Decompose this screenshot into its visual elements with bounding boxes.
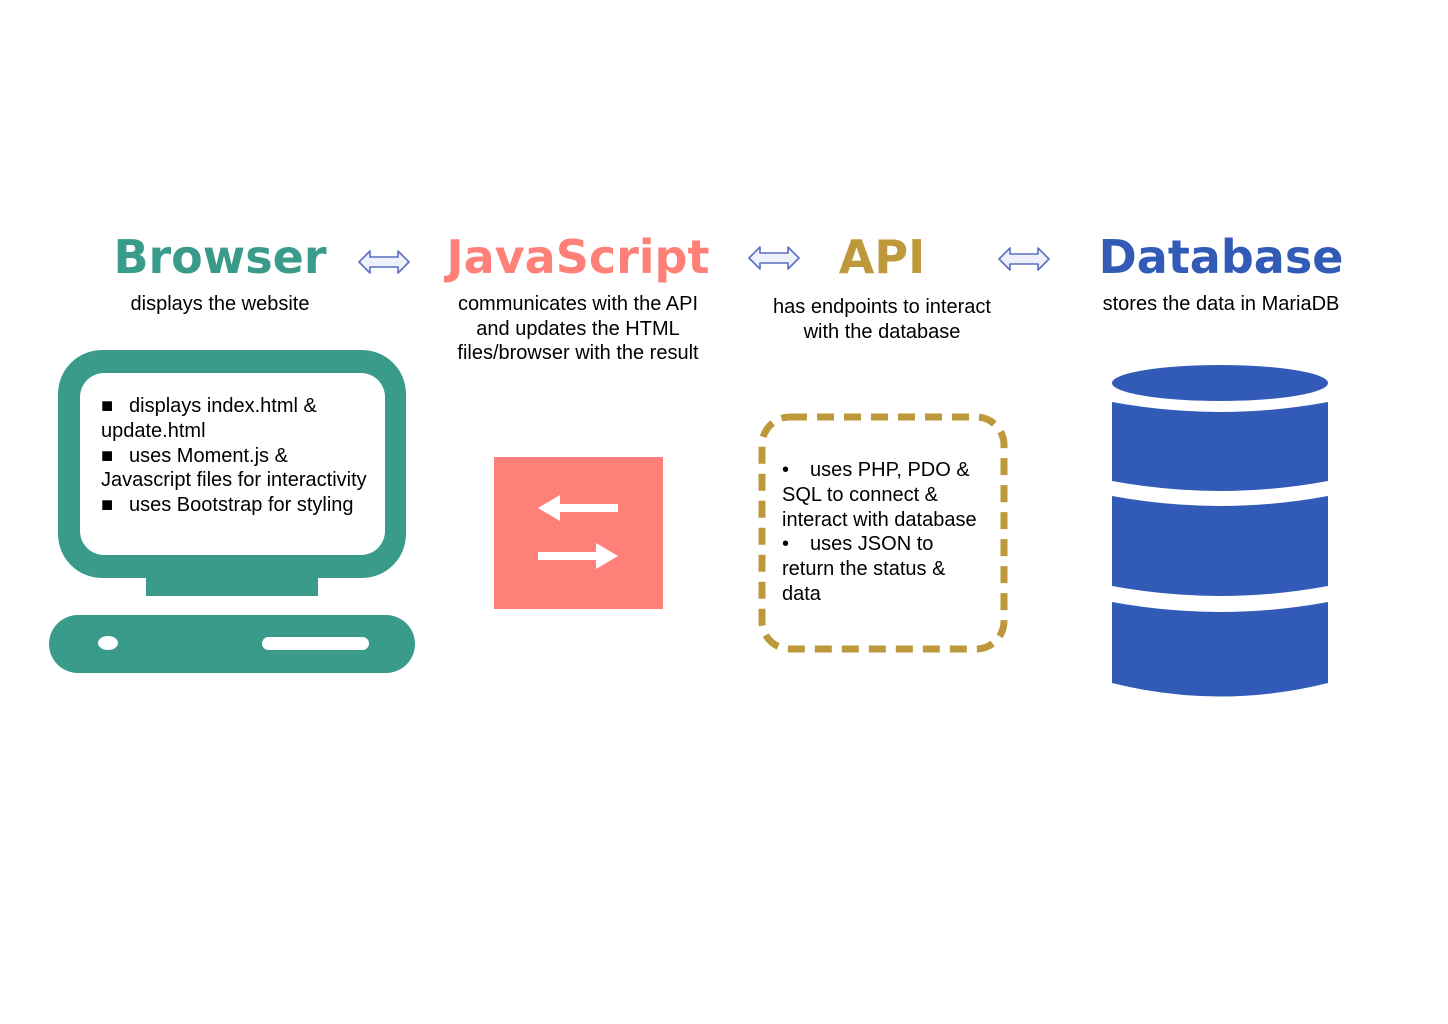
database-title: Database — [1098, 230, 1344, 284]
list-item: ■ uses Bootstrap for styling — [101, 493, 391, 518]
javascript-description-line: communicates with the API — [457, 293, 699, 315]
javascript-description-line: and updates the HTML — [476, 317, 680, 340]
api-dashed-box — [758, 413, 1008, 653]
list-item: ■ uses Moment.js & — [101, 444, 391, 469]
list-item-continuation: update.html — [101, 419, 206, 442]
browser-title: Browser — [113, 230, 327, 284]
api-description-line: with the database — [803, 320, 961, 343]
list-item: • uses JSON to — [782, 532, 997, 557]
api-description-line: has endpoints to interact — [773, 296, 991, 318]
list-item: • uses PHP, PDO & — [782, 458, 997, 483]
database-description: stores the data in MariaDB — [1102, 293, 1340, 315]
javascript-description: communicates with the API and updates th… — [418, 292, 738, 366]
bullet-text: uses PHP, PDO & — [810, 459, 970, 481]
javascript-description-line: files/browser with the result — [457, 342, 699, 364]
square-bullet-icon: ■ — [101, 444, 114, 467]
double-arrow-icon — [998, 247, 1050, 271]
list-item-continuation: SQL to connect & — [782, 483, 939, 506]
api-title: API — [838, 230, 926, 284]
database-cylinder-icon — [1112, 365, 1328, 697]
list-item-continuation: data — [782, 582, 821, 605]
bullet-text: displays index.html & — [129, 395, 317, 417]
javascript-title: JavaScript — [446, 230, 710, 284]
swap-arrows-icon — [494, 457, 663, 609]
double-arrow-icon — [748, 246, 800, 270]
double-arrow-icon — [358, 250, 410, 274]
list-item-continuation: Javascript files for interactivity — [101, 469, 367, 492]
dot-bullet-icon: • — [782, 459, 790, 481]
bullet-text: uses Bootstrap for styling — [129, 494, 354, 517]
list-item-continuation: return the status & — [782, 558, 946, 581]
square-bullet-icon: ■ — [101, 494, 114, 517]
list-item-continuation: interact with database — [782, 508, 977, 531]
api-description: has endpoints to interact with the datab… — [732, 295, 1032, 344]
square-bullet-icon: ■ — [101, 395, 114, 417]
computer-monitor-icon — [49, 350, 415, 673]
browser-description: displays the website — [130, 293, 310, 315]
browser-bullet-list: ■ displays index.html & update.html ■ uses… — [101, 394, 391, 518]
dot-bullet-icon: • — [782, 533, 790, 556]
api-bullet-list: • uses PHP, PDO & SQL to connect & intera… — [782, 458, 997, 607]
bullet-text: uses JSON to — [810, 533, 934, 556]
list-item: ■ displays index.html & — [101, 394, 391, 419]
bullet-text: uses Moment.js & — [129, 444, 288, 467]
